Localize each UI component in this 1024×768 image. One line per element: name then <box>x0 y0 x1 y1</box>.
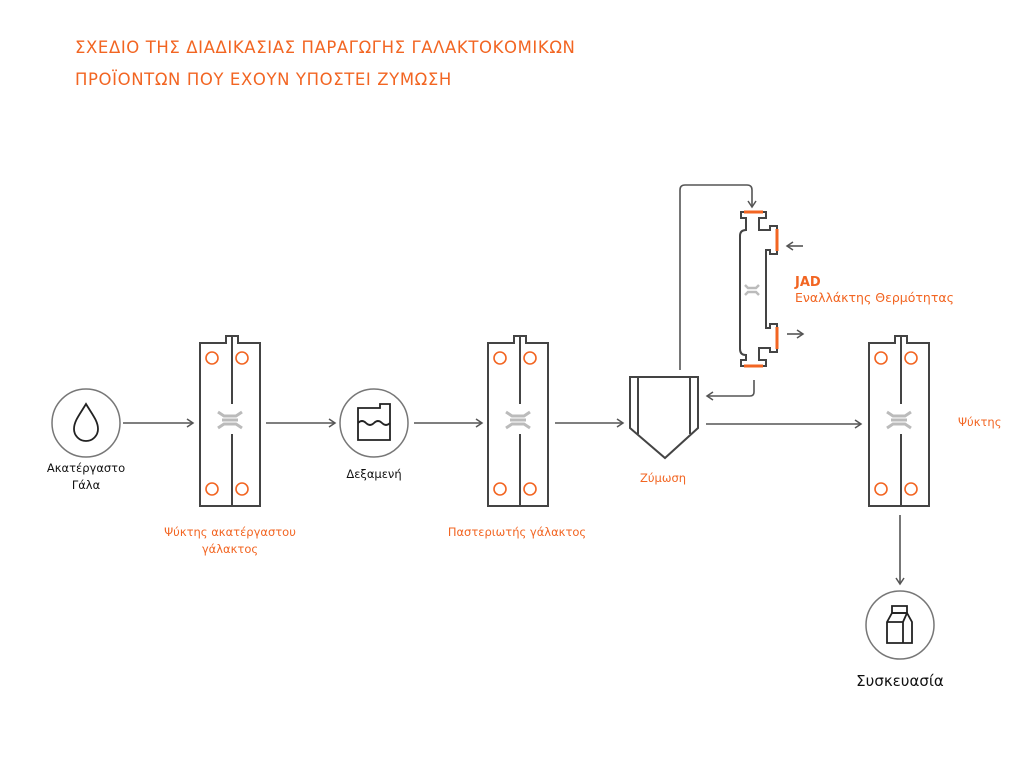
raw-milk-label-2: Γάλα <box>72 478 101 492</box>
tank-icon <box>357 403 391 441</box>
pasteurizer <box>486 334 550 508</box>
raw-cooler-label-2: γάλακτος <box>202 542 258 556</box>
tank-node: Δεξαμενή <box>339 388 409 481</box>
milk-carton-icon <box>886 605 913 644</box>
heat-exchanger-label: Εναλλάκτης Θερμότητας <box>795 290 954 305</box>
raw-cooler-label-1: Ψύκτης ακατέργαστου <box>164 525 296 539</box>
loop-arrow-return <box>705 380 755 401</box>
raw-milk-node: Ακατέργαστο Γάλα <box>47 388 125 492</box>
loop-arrow-to-exchanger <box>679 184 757 370</box>
raw-milk-cooler <box>198 334 262 508</box>
heat-exchanger <box>739 210 779 368</box>
cooler <box>867 334 931 508</box>
tank-label: Δεξαμενή <box>346 467 401 481</box>
droplet-icon <box>73 402 99 442</box>
title-line-2: ΠΡΟΪΟΝΤΩΝ ΠΟΥ ΕΧΟΥΝ ΥΠΟΣΤΕΙ ΖΥΜΩΣΗ <box>75 70 452 89</box>
packaging-node: Συσκευασία <box>856 590 944 690</box>
title-line-1: ΣΧΕΔΙΟ ΤΗΣ ΔΙΑΔΙΚΑΣΙΑΣ ΠΑΡΑΓΩΓΗΣ ΓΑΛΑΚΤΟ… <box>75 38 575 57</box>
raw-milk-label-1: Ακατέργαστο <box>47 461 125 475</box>
pasteurizer-label: Παστεριωτής γάλακτος <box>448 525 586 539</box>
cooler-label: Ψύκτης <box>958 415 1001 429</box>
fermentation-label: Ζύμωση <box>640 471 686 485</box>
packaging-label: Συσκευασία <box>856 672 944 690</box>
heat-exchanger-code: JAD <box>794 275 821 290</box>
fermentation-tank <box>629 376 699 460</box>
